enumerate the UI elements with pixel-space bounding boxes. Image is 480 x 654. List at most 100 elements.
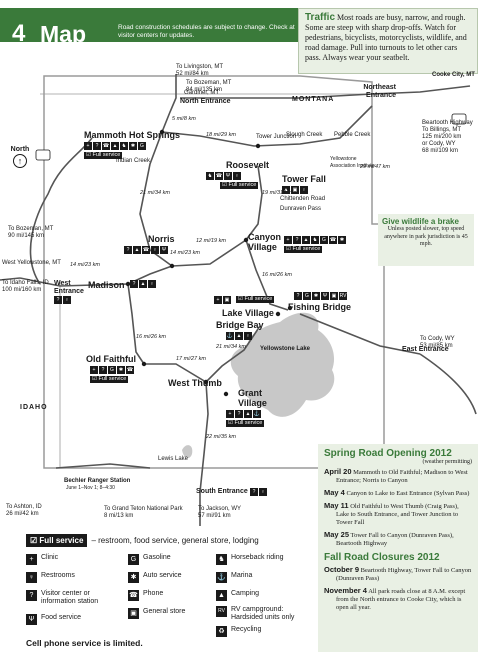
fall-entry: November 4 All park roads close at 8 A.M… [324,586,466,612]
place-roosevelt: Roosevelt [226,160,270,170]
visitor-center-icon: ? [93,142,101,150]
section-number: 4 [12,20,26,47]
traffic-text: Most roads are busy, narrow, and rough. … [305,13,467,62]
dot-norris [169,263,175,269]
spring-entry: May 4 Canyon to Lake to East Entrance (S… [324,488,470,498]
gasoline-icon: G [128,554,139,565]
spring-entry: April 20 Mammoth to Old Faithful; Madiso… [324,467,468,485]
bridge-bay-icons: ⚓▲♀ [226,332,252,340]
dist-13: 22 mi/35 km [206,434,236,440]
dist-12: 17 mi/27 km [176,356,206,362]
visitor-center-icon: ? [54,296,62,304]
dist-7: 14 mi/23 km [170,250,200,256]
state-idaho: IDAHO [20,404,48,411]
restrooms-icon: ♀ [63,296,71,304]
food-service-icon: Ψ [26,614,37,625]
road-north [161,74,177,133]
road-mammoth-norris [139,131,173,267]
restrooms-icon: ♀ [259,488,267,496]
restrooms-icon: ♀ [233,172,241,180]
dot-oldfaithful [141,361,147,367]
dist-2: 18 mi/29 km [206,132,236,138]
camping-icon: ▲ [244,410,252,418]
camping-icon: ▲ [139,280,147,288]
legend-horseback: ♞Horseback riding [216,554,312,565]
spring-entry: May 25 Tower Fall to Canyon (Dunraven Pa… [324,530,454,548]
label-pebble-creek: Pebble Creek [334,132,371,138]
dot-mammoth [159,129,165,135]
place-madison: Madison [88,280,125,290]
dist-8: 14 mi/23 km [70,262,100,268]
dot-madison [125,281,131,287]
canyon-full-service: ☑ Full service [284,246,323,253]
label-beartooth: Beartooth Highway [422,120,473,126]
restrooms-icon: ♀ [148,280,156,288]
road-ne-east [371,85,471,95]
tower-fall-icons: ▲▣♀ [282,186,308,194]
legend-auto-service: ✱Auto service [128,572,224,583]
dot-grant [223,391,229,397]
clinic-icon: + [226,410,234,418]
visitor-center-icon: ? [235,410,243,418]
horseback-icon: ♞ [206,172,214,180]
food-service-icon: Ψ [224,172,232,180]
phone-icon: ☎ [142,246,150,254]
label-lewis-lake: Lewis Lake [158,456,189,462]
restrooms-icon: ♀ [244,332,252,340]
yellowstone-lake [230,312,335,417]
label-bechler-note: June 1–Nov 1; 8–4:30 [66,485,115,491]
phone-icon: ☎ [215,172,223,180]
dist-1: 5 mi/8 km [172,116,196,122]
old-faithful-full-service: ☑ Full service [90,376,129,383]
legend-visitor-center: ?Visitor center or information station [26,590,122,606]
dist-5: 19 mi/31 km [262,190,292,196]
camping-icon: ▲ [282,186,290,194]
camping-icon: ▲ [133,246,141,254]
visitor-center-icon: ? [26,590,37,601]
mammoth-icons: +?☎▲♞✱G [84,142,146,150]
dest-cooke: Cooke City, MT [432,72,475,78]
fall-entry: October 9 Beartooth Highway, Tower Fall … [324,565,472,583]
place-west-thumb: West Thumb [168,378,222,388]
legend-phone: ☎Phone [128,590,164,601]
road-west-bozeman [29,137,93,285]
header-bar: 4 Map Road construction schedules are su… [0,8,300,47]
norris-icons: ?▲☎♀Ψ [124,246,168,254]
clinic-icon: + [214,296,222,304]
gasoline-icon: G [138,142,146,150]
phone-icon: ☎ [102,142,110,150]
label-west-yellowstone: West Yellowstone, MT [2,260,61,266]
dist-11: 21 mi/34 km [216,344,246,350]
map-legend: ☑ Full service – restroom, food service,… [18,530,318,652]
label-chittenden: Chittenden Road [280,196,326,202]
place-fishing-bridge: Fishing Bridge [288,302,351,312]
place-north-entrance: North Entrance [180,98,231,105]
place-bridge-bay: Bridge Bay [216,320,264,330]
general-store-icon: ▣ [128,608,139,619]
full-service-desc: – restroom, food service, general store,… [91,536,259,545]
dot-fishing [287,305,293,311]
traffic-title: Traffic [305,12,336,23]
place-norris: Norris [148,234,175,244]
madison-icons: ?▲♀ [130,280,156,288]
traffic-panel: Traffic Most roads are busy, narrow, and… [298,8,478,74]
dist-3: 29 mi/47 km [360,164,390,170]
general-store-icon: ▣ [291,186,299,194]
food-service-icon: Ψ [160,246,168,254]
header-note: Road construction schedules are subject … [118,24,295,39]
legend-restrooms: ♀Restrooms [26,572,122,583]
visitor-center-icon: ? [130,280,138,288]
place-grant-village: Grant Village [238,388,267,408]
visitor-center-icon: ? [250,488,258,496]
canyon-icons: +?▲♞G☎✱ [284,236,346,244]
place-northeast-entrance: Northeast Entrance [363,84,396,99]
route-212-shield [451,113,467,125]
label-slough-creek: Slough Creek [286,132,323,138]
state-montana: MONTANA [292,96,335,103]
